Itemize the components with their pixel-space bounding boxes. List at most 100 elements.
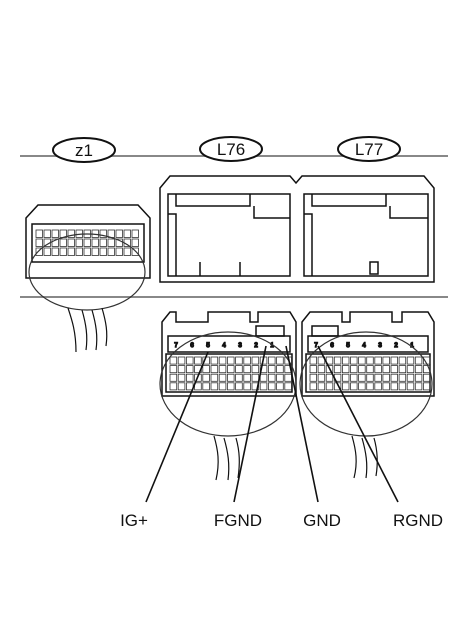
l76-pin-number: 1 [270,343,274,349]
l77-terminal [341,356,350,365]
l77-terminal [366,382,374,391]
l77-terminal [406,356,415,365]
l76-terminal [243,373,251,382]
l76-terminal [194,356,202,365]
z1-terminal [35,229,43,238]
z1-terminal [35,247,43,256]
l76-label: L76 [217,140,245,159]
l76-terminal [276,365,284,374]
l77-terminal [309,382,317,391]
z1-terminal [43,247,51,256]
l77-terminal [358,356,366,365]
l77-terminal [414,365,423,374]
l77-terminal [382,382,390,391]
fgnd-label: FGND [214,511,262,530]
housing-top [159,175,435,283]
l77-terminal [341,382,350,391]
z1-terminal [115,247,123,256]
l77-terminal [390,356,398,365]
z1-terminal [83,238,91,247]
l77-pin-number: 6 [330,343,334,349]
l76-terminal [243,382,251,391]
l77-terminal [374,373,382,382]
l76-pin-number: 4 [222,343,226,349]
l76-terminal [235,365,243,374]
z1-terminal [107,238,115,247]
l77-terminal [382,356,390,365]
leader-lines [145,345,399,503]
l76-terminal [226,382,235,391]
l77-pin-number: 5 [346,343,350,349]
l77-terminal [414,382,423,391]
l76-terminal [276,373,284,382]
l77-terminal [382,365,390,374]
l76-terminal [284,382,292,391]
l77-terminal [309,373,317,382]
z1-terminal [115,238,123,247]
z1-connector [25,204,151,353]
l76-terminal [210,356,219,365]
l77-terminal [366,365,374,374]
z1-terminal [131,238,139,247]
l76-terminal [226,365,235,374]
l76-terminal [218,382,227,391]
l76-terminal [267,382,276,391]
l77-terminal [398,373,407,382]
l76-terminal [185,365,194,374]
z1-terminal [91,247,99,256]
l76-pin-number: 5 [206,343,210,349]
z1-terminal [75,247,83,256]
l77-terminal [358,382,366,391]
l77-terminal [350,356,358,365]
z1-terminal [59,238,67,247]
l77-pin-number: 7 [314,343,318,349]
l76-terminal [210,373,219,382]
l76-terminal [226,356,235,365]
l77-terminal [398,382,407,391]
gnd-label: GND [303,511,341,530]
z1-terminal [99,229,107,238]
l76-terminal [284,373,292,382]
l77-terminal [374,356,382,365]
l76-terminal [169,373,178,382]
l77-terminal [398,365,407,374]
z1-terminal [59,247,67,256]
l77-terminal [390,365,398,374]
z1-terminal [107,247,115,256]
z1-terminal [123,229,131,238]
l76-pin-number: 2 [254,343,258,349]
z1-terminal [99,238,107,247]
l77-terminal [398,356,407,365]
l77-terminal [358,373,366,382]
l76-terminal [185,356,194,365]
l77-terminal [390,373,398,382]
z1-terminal [99,247,107,256]
l77-pin-number: 1 [410,343,414,349]
l76-terminal [202,382,210,391]
l77-label-group: L77 [337,136,401,162]
l77-terminal [317,365,326,374]
z1-terminal [83,247,91,256]
l77-terminal [406,365,415,374]
z1-terminal [51,247,59,256]
z1-terminal [131,229,139,238]
l77-pin-number: 4 [362,343,366,349]
l76-terminal [169,382,178,391]
l76-terminal [267,356,276,365]
l76-terminal [194,373,202,382]
l76-terminal [235,382,243,391]
l76-terminal [276,382,284,391]
l76-terminal [259,365,268,374]
l76-terminal [210,382,219,391]
l76-terminal [218,373,227,382]
z1-terminal [131,247,139,256]
l77-terminal [350,382,358,391]
z1-terminal [91,238,99,247]
l77-terminal [309,365,317,374]
l77-terminal [366,373,374,382]
l77-terminal [350,373,358,382]
l76-terminal [251,356,260,365]
l77-terminal [325,373,334,382]
